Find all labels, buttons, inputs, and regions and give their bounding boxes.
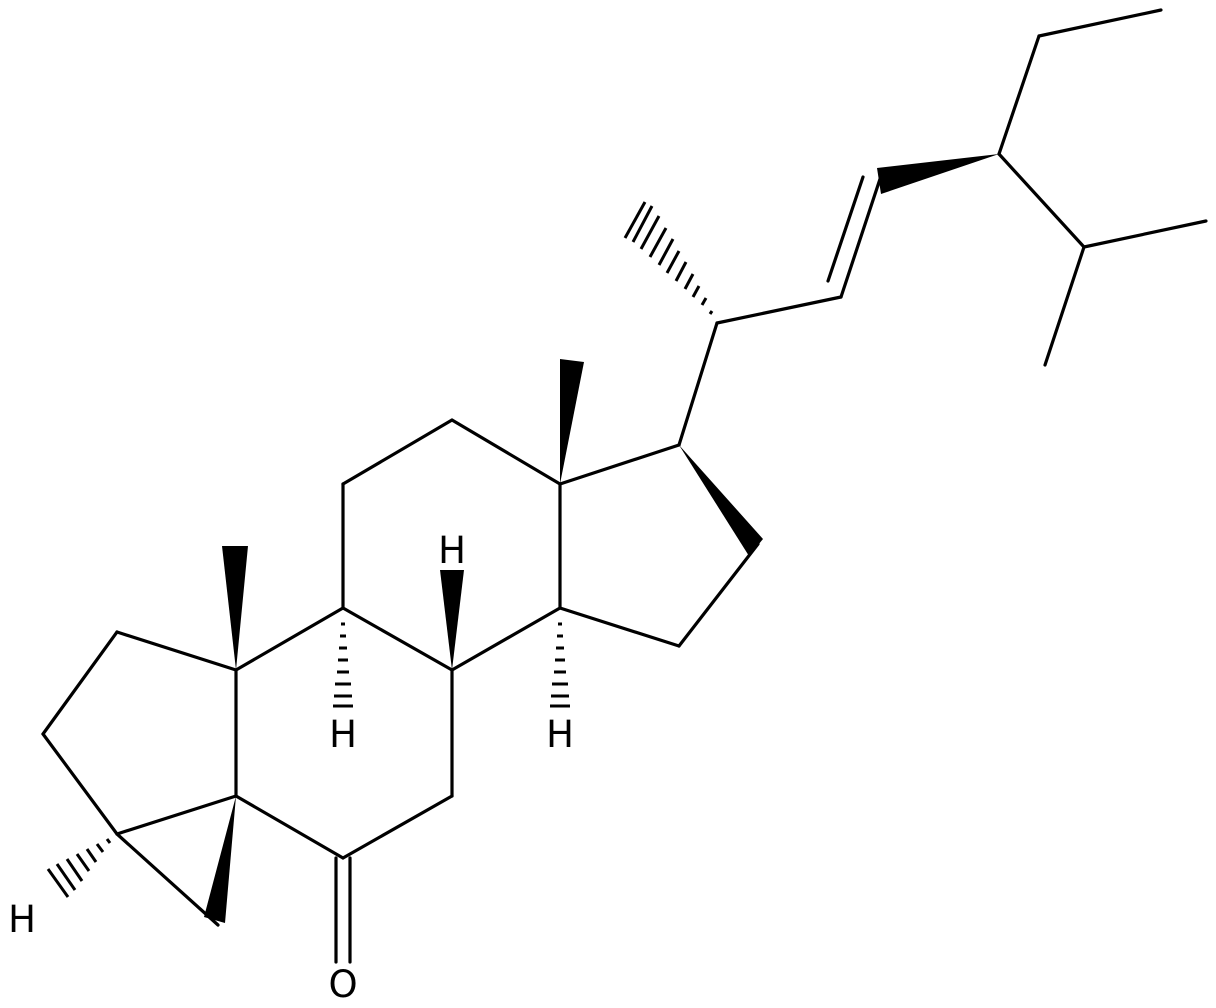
wedge-bond	[204, 796, 236, 923]
bond	[341, 794, 454, 860]
bond	[115, 832, 220, 927]
hash-bonds	[46, 201, 714, 898]
bond	[41, 732, 119, 836]
wedge-bond	[222, 546, 248, 670]
wedge-bonds	[204, 154, 999, 923]
bond	[41, 630, 119, 736]
atom-labels: O H H H H	[8, 529, 574, 1006]
hash-bond	[46, 838, 112, 898]
bond	[677, 321, 719, 447]
hydrogen-label-c9: H	[329, 713, 357, 756]
hydrogen-label-c8: H	[438, 529, 466, 572]
bond	[234, 606, 345, 672]
bonds	[41, 8, 1208, 964]
bond	[234, 794, 345, 860]
oxygen-label: O	[328, 963, 357, 1006]
bond	[839, 177, 882, 299]
bond	[450, 606, 562, 672]
bond	[1037, 8, 1163, 38]
hash-bond	[333, 622, 353, 708]
wedge-bond	[560, 359, 584, 484]
bond	[558, 443, 681, 486]
wedge-bond	[440, 570, 464, 670]
bond	[826, 175, 865, 283]
bond	[677, 542, 760, 648]
hydrogen-label-c14: H	[546, 713, 574, 756]
wedge-bond	[679, 445, 763, 556]
bond	[341, 606, 454, 672]
bond	[997, 152, 1086, 249]
bond	[115, 630, 238, 672]
bond	[341, 418, 454, 486]
bond	[1082, 219, 1208, 249]
bond	[1043, 245, 1086, 367]
bond	[997, 34, 1041, 156]
bond	[115, 794, 238, 836]
hash-bond	[623, 201, 714, 315]
bond	[450, 418, 562, 486]
bond	[558, 606, 681, 648]
bond	[715, 295, 843, 325]
wedge-bond	[877, 154, 999, 194]
hydrogen-label-c3: H	[8, 898, 36, 941]
hash-bond	[550, 622, 570, 708]
